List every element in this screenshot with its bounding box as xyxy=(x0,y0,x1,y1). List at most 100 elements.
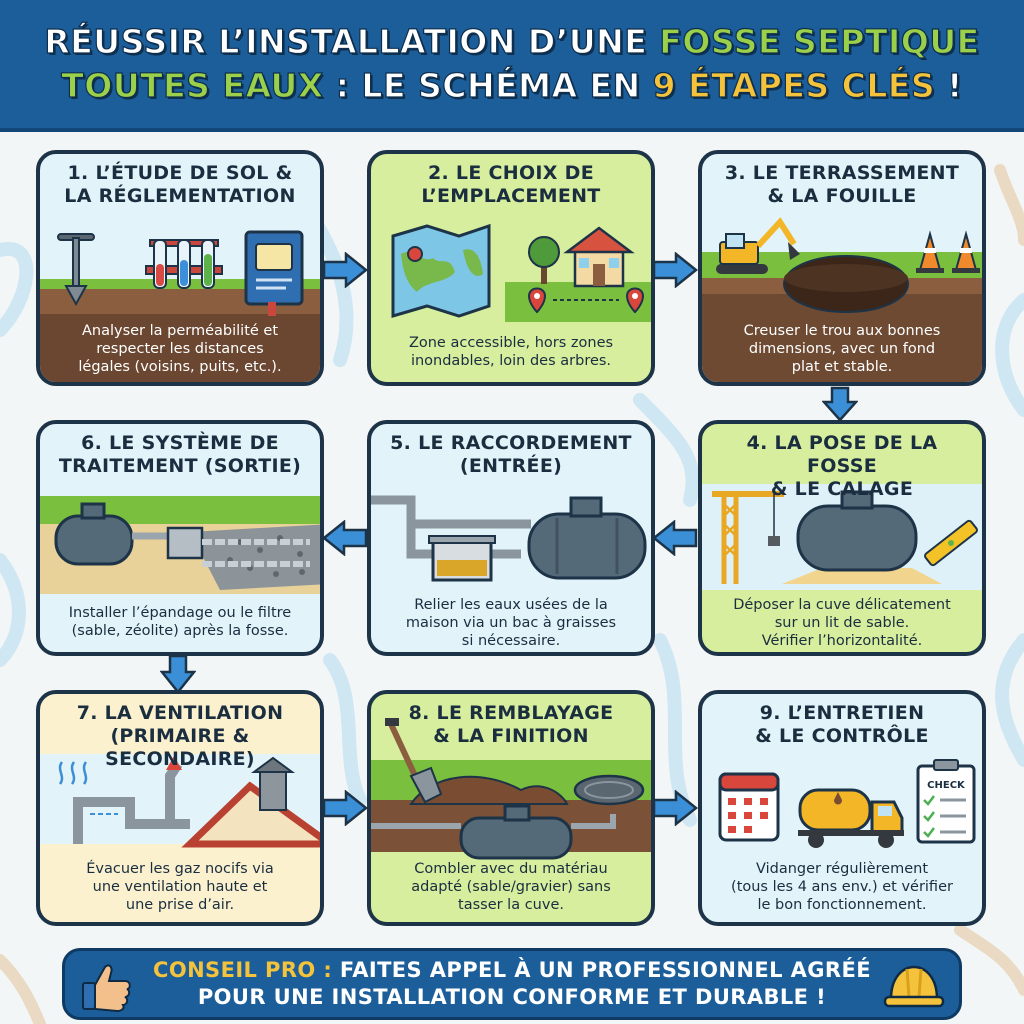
check-label: CHECK xyxy=(927,780,966,791)
shovel-icon xyxy=(385,718,443,804)
description-line: Vérifier l’horizontalité. xyxy=(761,633,923,649)
step-title-line: 3. LE TERRASSEMENT xyxy=(724,162,960,184)
description-line: une prise d’air. xyxy=(125,897,235,913)
header-title-line-2: TOUTES EAUX : LE SCHÉMA EN 9 ÉTAPES CLÉS… xyxy=(61,64,963,108)
description-line: respecter les distances xyxy=(96,341,264,357)
septic-tank-icon xyxy=(54,502,134,566)
arrow-step-3-to-4 xyxy=(822,386,858,422)
description-line: Combler avec du matériau xyxy=(414,861,608,877)
step-title-line: 9. L’ENTRETIEN xyxy=(759,702,925,724)
step-title-line: & LE CONTRÔLE xyxy=(755,725,929,747)
header-highlight-green: TOUTES EAUX xyxy=(61,65,324,105)
step-9-illustration: CHECK xyxy=(718,759,976,848)
step-3-description: Creuser le trou aux bonnes dimensions, a… xyxy=(708,322,976,376)
regulation-book-icon xyxy=(244,230,304,316)
header-text: ! xyxy=(935,65,963,105)
checklist-icon: CHECK xyxy=(916,759,976,844)
header-text: : LE SCHÉMA EN xyxy=(323,65,653,105)
excavator-icon xyxy=(716,217,800,274)
step-5-title: 5. LE RACCORDEMENT (ENTRÉE) xyxy=(371,432,651,478)
step-7-title: 7. LA VENTILATION (PRIMAIRE & SECONDAIRE… xyxy=(40,702,320,771)
header-highlight-green: FOSSE SEPTIQUE xyxy=(659,21,980,61)
arrow-step-5-to-6 xyxy=(322,520,368,556)
step-8-description: Combler avec du matériau adapté (sable/g… xyxy=(377,860,645,914)
step-card-8: 8. LE REMBLAYAGE & LA FINITION Combler a… xyxy=(367,690,655,926)
step-title-line: TRAITEMENT (SORTIE) xyxy=(58,455,302,477)
description-line: (sable, zéolite) après la fosse. xyxy=(71,623,289,639)
tanker-truck-icon xyxy=(798,788,904,848)
description-line: maison via un bac à graisses xyxy=(405,615,617,631)
step-6-illustration xyxy=(40,496,320,594)
pro-tip-line-1: CONSEIL PRO : FAITES APPEL À UN PROFESSI… xyxy=(153,957,871,984)
description-line: plat et stable. xyxy=(791,359,893,375)
step-card-4: 4. LA POSE DE LA FOSSE & LE CALAGE Dépos… xyxy=(698,420,986,656)
step-7-description: Évacuer les gaz nocifs via une ventilati… xyxy=(46,860,314,914)
description-line: Analyser la perméabilité et xyxy=(81,323,279,339)
arrow-step-1-to-2 xyxy=(322,252,368,288)
step-title-line: LA RÉGLEMENTATION xyxy=(64,185,296,207)
step-card-6: 6. LE SYSTÈME DE TRAITEMENT (SORTIE) Ins… xyxy=(36,420,324,656)
step-card-7: 7. LA VENTILATION (PRIMAIRE & SECONDAIRE… xyxy=(36,690,324,926)
pro-tip-text: FAITES APPEL À UN PROFESSIONNEL AGRÉÉ xyxy=(332,958,871,982)
map-icon xyxy=(391,223,491,319)
description-line: Creuser le trou aux bonnes xyxy=(743,323,941,339)
pro-tip-label: CONSEIL PRO : xyxy=(153,958,333,982)
description-line: Évacuer les gaz nocifs via xyxy=(86,861,274,877)
step-9-description: Vidanger régulièrement (tous les 4 ans e… xyxy=(708,860,976,914)
description-line: (tous les 4 ans env.) et vérifier xyxy=(731,879,953,895)
step-2-illustration xyxy=(391,223,651,322)
step-title-line: 4. LA POSE DE LA FOSSE xyxy=(746,432,938,477)
crane-icon xyxy=(712,491,784,584)
step-3-title: 3. LE TERRASSEMENT & LA FOUILLE xyxy=(702,162,982,208)
arrow-step-2-to-3 xyxy=(652,252,698,288)
step-title-line: L’EMPLACEMENT xyxy=(421,185,601,207)
description-line: inondables, loin des arbres. xyxy=(410,353,612,369)
manhole-cover-icon xyxy=(573,774,645,806)
description-line: dimensions, avec un fond xyxy=(748,341,936,357)
vent-pipe-icon xyxy=(58,756,296,844)
step-4-title: 4. LA POSE DE LA FOSSE & LE CALAGE xyxy=(702,432,982,501)
arrow-step-4-to-5 xyxy=(652,520,698,556)
step-3-illustration xyxy=(702,217,982,382)
tree-icon xyxy=(528,236,560,284)
step-title-line: 6. LE SYSTÈME DE xyxy=(81,432,279,454)
septic-tank-icon xyxy=(527,496,647,580)
step-title-line: (ENTRÉE) xyxy=(459,455,563,477)
step-card-2: 2. LE CHOIX DE L’EMPLACEMENT Zone access… xyxy=(367,150,655,386)
step-title-line: & LE CALAGE xyxy=(770,478,914,500)
description-line: le bon fonctionnement. xyxy=(757,897,927,913)
step-2-description: Zone accessible, hors zones inondables, … xyxy=(377,334,645,370)
header-banner: RÉUSSIR L’INSTALLATION D’UNE FOSSE SEPTI… xyxy=(0,0,1024,132)
step-title-line: & LA FOUILLE xyxy=(767,185,917,207)
test-tubes-icon xyxy=(145,239,223,289)
step-title-line: & LA FINITION xyxy=(433,725,589,747)
spirit-level-icon xyxy=(924,519,978,567)
step-1-illustration xyxy=(40,230,320,382)
house-icon xyxy=(563,226,635,288)
step-title-line: 2. LE CHOIX DE xyxy=(427,162,595,184)
description-line: Zone accessible, hors zones xyxy=(408,335,614,351)
pro-tip-banner: CONSEIL PRO : FAITES APPEL À UN PROFESSI… xyxy=(62,948,962,1020)
header-highlight-yellow: 9 ÉTAPES CLÉS xyxy=(652,65,936,105)
step-card-1: 1. L’ÉTUDE DE SOL & LA RÉGLEMENTATION An… xyxy=(36,150,324,386)
header-title-line-1: RÉUSSIR L’INSTALLATION D’UNE FOSSE SEPTI… xyxy=(44,20,980,64)
step-card-3: 3. LE TERRASSEMENT & LA FOUILLE Creuser … xyxy=(698,150,986,386)
pro-tip-line-2: POUR UNE INSTALLATION CONFORME ET DURABL… xyxy=(197,985,827,1009)
grease-trap-icon xyxy=(428,535,496,582)
traffic-cone-icon xyxy=(916,230,980,273)
step-title-line: 7. LA VENTILATION xyxy=(76,702,284,724)
description-line: Vidanger régulièrement xyxy=(755,861,929,877)
step-title-line: 1. L’ÉTUDE DE SOL & xyxy=(67,162,293,184)
septic-tank-icon xyxy=(796,490,918,572)
arrow-step-7-to-8 xyxy=(322,790,368,826)
description-line: sur un lit de sable. xyxy=(774,615,910,631)
thumbs-up-icon xyxy=(82,964,131,1013)
step-1-title: 1. L’ÉTUDE DE SOL & LA RÉGLEMENTATION xyxy=(40,162,320,208)
step-4-description: Déposer la cuve délicatement sur un lit … xyxy=(708,596,976,650)
description-line: tasser la cuve. xyxy=(458,897,564,913)
step-8-title: 8. LE REMBLAYAGE & LA FINITION xyxy=(371,702,651,748)
step-4-illustration xyxy=(702,484,982,590)
step-5-description: Relier les eaux usées de la maison via u… xyxy=(377,596,645,650)
description-line: légales (voisins, puits, etc.). xyxy=(78,359,282,375)
step-2-title: 2. LE CHOIX DE L’EMPLACEMENT xyxy=(371,162,651,208)
